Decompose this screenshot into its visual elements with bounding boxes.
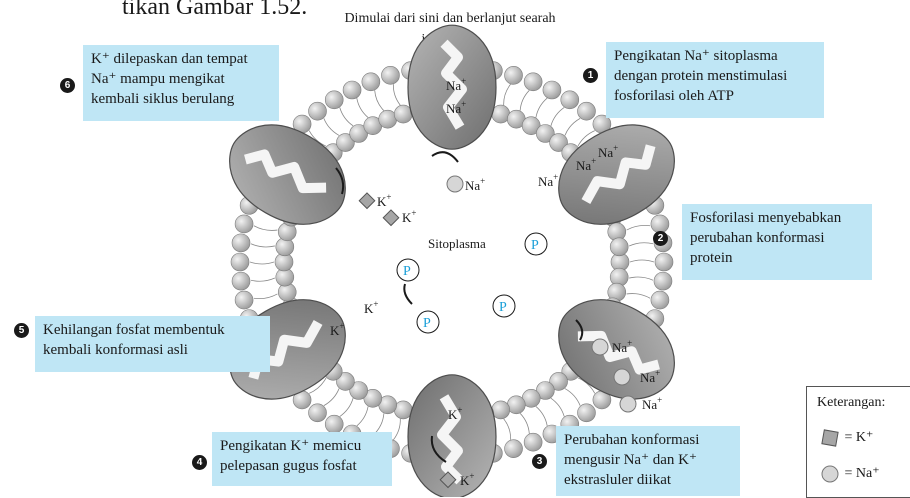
lipid-tail — [536, 406, 547, 425]
lipid-tail — [627, 294, 651, 299]
phosphate-group: P — [525, 233, 547, 255]
lipid-tail — [565, 389, 580, 406]
lipid-tail — [393, 419, 400, 440]
sodium-symbol-icon — [821, 465, 841, 483]
lipid-head — [325, 91, 343, 109]
lipid-head — [524, 433, 542, 451]
lipid-head — [505, 66, 523, 84]
step-3-marker: 3 — [532, 454, 547, 469]
sodium-ion — [447, 176, 463, 192]
legend-title: Keterangan: — [817, 395, 885, 411]
lipid-tail — [357, 406, 368, 425]
step-3-box: Perubahan konformasi mengusir Na⁺ dan K⁺… — [556, 426, 740, 496]
lipid-tail — [340, 107, 353, 125]
lipid-tail — [565, 118, 580, 135]
svg-text:P: P — [499, 300, 507, 315]
lipid-tail — [520, 90, 529, 110]
lipid-tail — [250, 262, 274, 264]
lipid-tail — [254, 294, 278, 299]
lipid-head — [231, 253, 249, 271]
lipid-tail — [504, 84, 511, 105]
step-5-marker: 5 — [14, 323, 29, 338]
svg-text:P: P — [423, 316, 431, 331]
step-1-marker: 1 — [583, 68, 598, 83]
step-5-box: Kehilangan fosfat membentuk kembali konf… — [35, 316, 270, 372]
na-label: Na+ — [642, 395, 662, 412]
lipid-head — [235, 291, 253, 309]
lipid-tail — [340, 398, 353, 416]
phosphate-group: P — [417, 311, 439, 333]
lipid-tail — [375, 90, 384, 110]
lipid-tail — [251, 244, 275, 247]
lipid-head — [651, 291, 669, 309]
phosphate-group: P — [493, 295, 515, 317]
lipid-tail — [536, 98, 547, 117]
lipid-head — [543, 81, 561, 99]
lipid-tail — [630, 260, 654, 262]
arrow-icon — [404, 284, 412, 304]
lipid-head — [232, 272, 250, 290]
lipid-head — [655, 253, 673, 271]
legend-sodium-label: = Na⁺ — [845, 466, 880, 481]
k-label: K+ — [377, 192, 391, 209]
legend-sodium: = Na⁺ — [821, 465, 880, 483]
lipid-head — [309, 102, 327, 120]
k-label: K+ — [364, 299, 378, 316]
lipid-head — [524, 73, 542, 91]
lipid-head — [654, 272, 672, 290]
phosphate-group: P — [397, 259, 419, 281]
lipid-tail — [629, 243, 653, 246]
step-4-box: Pengikatan K⁺ memicu pelepasan gugus fos… — [212, 432, 392, 486]
step-6-marker: 6 — [60, 78, 75, 93]
legend-potassium-label: = K⁺ — [845, 430, 874, 445]
legend-potassium: = K⁺ — [821, 429, 873, 447]
svg-text:P: P — [531, 238, 539, 253]
legend: Keterangan: = K⁺ = Na⁺ — [806, 386, 910, 498]
step-2-box: Fosforilasi menyebabkan perubahan konfor… — [682, 204, 872, 280]
lipid-head — [343, 81, 361, 99]
potassium-ion — [383, 210, 399, 226]
lipid-tail — [251, 278, 275, 281]
step-2-marker: 2 — [653, 231, 668, 246]
lipid-tail — [393, 84, 400, 105]
potassium-ion — [359, 193, 375, 209]
lipid-tail — [627, 225, 651, 230]
svg-text:P: P — [403, 264, 411, 279]
lipid-head — [235, 215, 253, 233]
lipid-head — [232, 234, 250, 252]
lipid-head — [362, 73, 380, 91]
step-4-marker: 4 — [192, 455, 207, 470]
lipid-tail — [504, 419, 511, 440]
step-6-box: K⁺ dilepaskan dan tempat Na⁺ mampu mengi… — [83, 45, 279, 121]
lipid-tail — [551, 398, 564, 416]
lipid-tail — [375, 413, 384, 433]
sodium-ion — [614, 369, 630, 385]
lipid-head — [577, 404, 595, 422]
lipid-head — [561, 91, 579, 109]
lipid-head — [610, 238, 628, 256]
sodium-ion — [620, 396, 636, 412]
lipid-head — [577, 102, 595, 120]
lipid-tail — [254, 226, 278, 231]
lipid-tail — [520, 413, 529, 433]
sodium-ion — [592, 339, 608, 355]
na-label: Na+ — [465, 176, 485, 193]
lipid-tail — [357, 98, 368, 117]
k-label: K+ — [402, 208, 416, 225]
lipid-head — [309, 404, 327, 422]
arrow-icon — [432, 152, 458, 162]
lipid-head — [505, 440, 523, 458]
lipid-tail — [551, 107, 564, 125]
cytoplasm-label: Sitoplasma — [428, 236, 486, 251]
lipid-head — [325, 415, 343, 433]
lipid-tail — [324, 389, 339, 406]
potassium-symbol-icon — [821, 429, 841, 447]
lipid-tail — [629, 277, 653, 280]
step-1-box: Pengikatan Na⁺ sitoplasma dengan protein… — [606, 42, 824, 118]
na-label: Na+ — [538, 172, 558, 189]
lipid-head — [381, 66, 399, 84]
lipid-tail — [324, 118, 339, 135]
